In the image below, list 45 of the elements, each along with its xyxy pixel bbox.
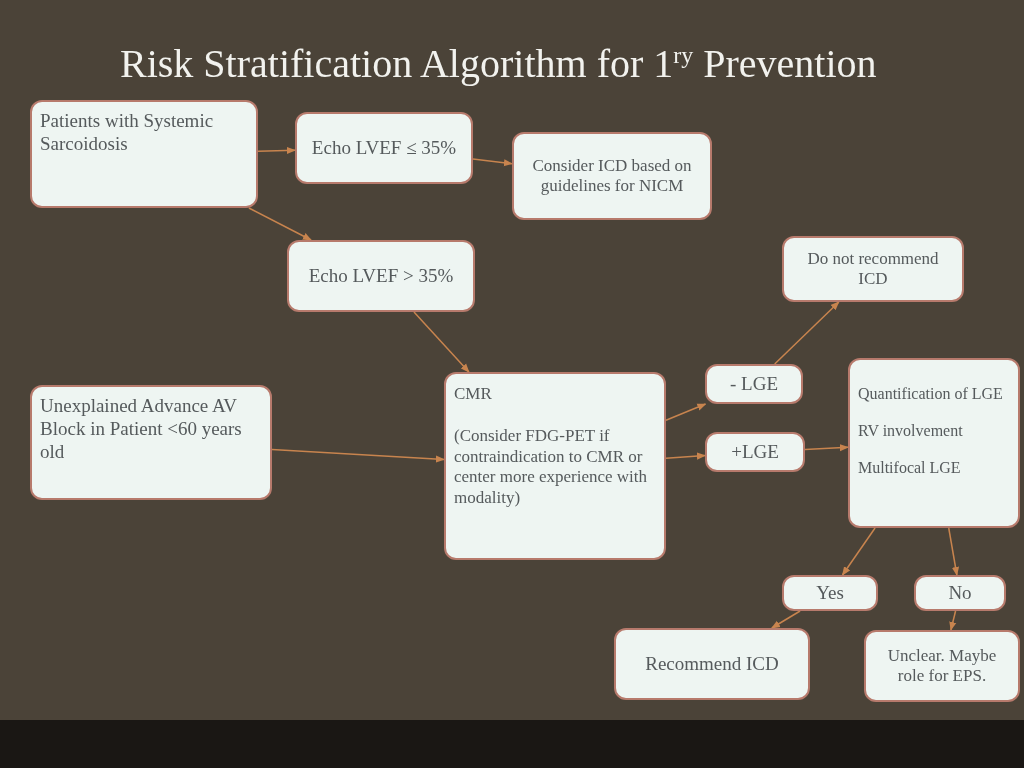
arrow (472, 158, 513, 167)
arrow (248, 207, 312, 241)
box-text: RV involvement (858, 421, 963, 441)
box-heading: CMR (454, 384, 492, 405)
box-text: Multifocal LGE (858, 458, 961, 478)
arrow (271, 448, 445, 463)
box-text: No (948, 581, 972, 605)
arrow (665, 452, 706, 460)
arrow (771, 610, 801, 629)
box-text: Echo LVEF ≤ 35% (311, 136, 457, 160)
arrow (804, 444, 849, 452)
flowchart-box (705, 432, 805, 472)
box-text: Unexplained Advance AV Block in Patient <60 years old (40, 395, 243, 464)
box-text: - LGE (730, 372, 778, 396)
flowchart-box (614, 628, 810, 700)
box-text: Quantification of LGE (858, 384, 1003, 404)
arrow (257, 146, 296, 155)
box-text: Do not recommend ICD (806, 248, 940, 290)
arrow (949, 610, 957, 631)
flowchart-box (782, 575, 878, 611)
arrow (948, 527, 960, 576)
box-text: (Consider FDG-PET if contraindication to CMR or center more experience with modality) (454, 426, 649, 508)
flowchart-box (444, 372, 666, 560)
arrow (841, 527, 876, 576)
flowchart-box (914, 575, 1006, 611)
arrow (665, 403, 707, 421)
flowchart-box (30, 100, 258, 208)
flowchart-box (864, 630, 1020, 702)
box-text: Recommend ICD (645, 652, 779, 676)
flowchart-box (287, 240, 475, 312)
box-text: Echo LVEF > 35% (308, 264, 454, 288)
flowchart-box (782, 236, 964, 302)
flowchart-box (295, 112, 473, 184)
flowchart-box (705, 364, 803, 404)
box-text: Yes (816, 581, 844, 605)
flowchart-box (848, 358, 1020, 528)
box-text: +LGE (731, 440, 779, 464)
flowchart-box (30, 385, 272, 500)
arrow (413, 311, 470, 373)
flowchart-box (512, 132, 712, 220)
box-text: Unclear. Maybe role for EPS. (886, 645, 998, 687)
box-text: Consider ICD based on guidelines for NICM (531, 155, 693, 197)
slide-title: Risk Stratification Algorithm for 1$^{ry}$ Prevention (120, 40, 878, 87)
arrow (773, 301, 840, 365)
box-text: Patients with Systemic Sarcoidosis (40, 110, 215, 156)
